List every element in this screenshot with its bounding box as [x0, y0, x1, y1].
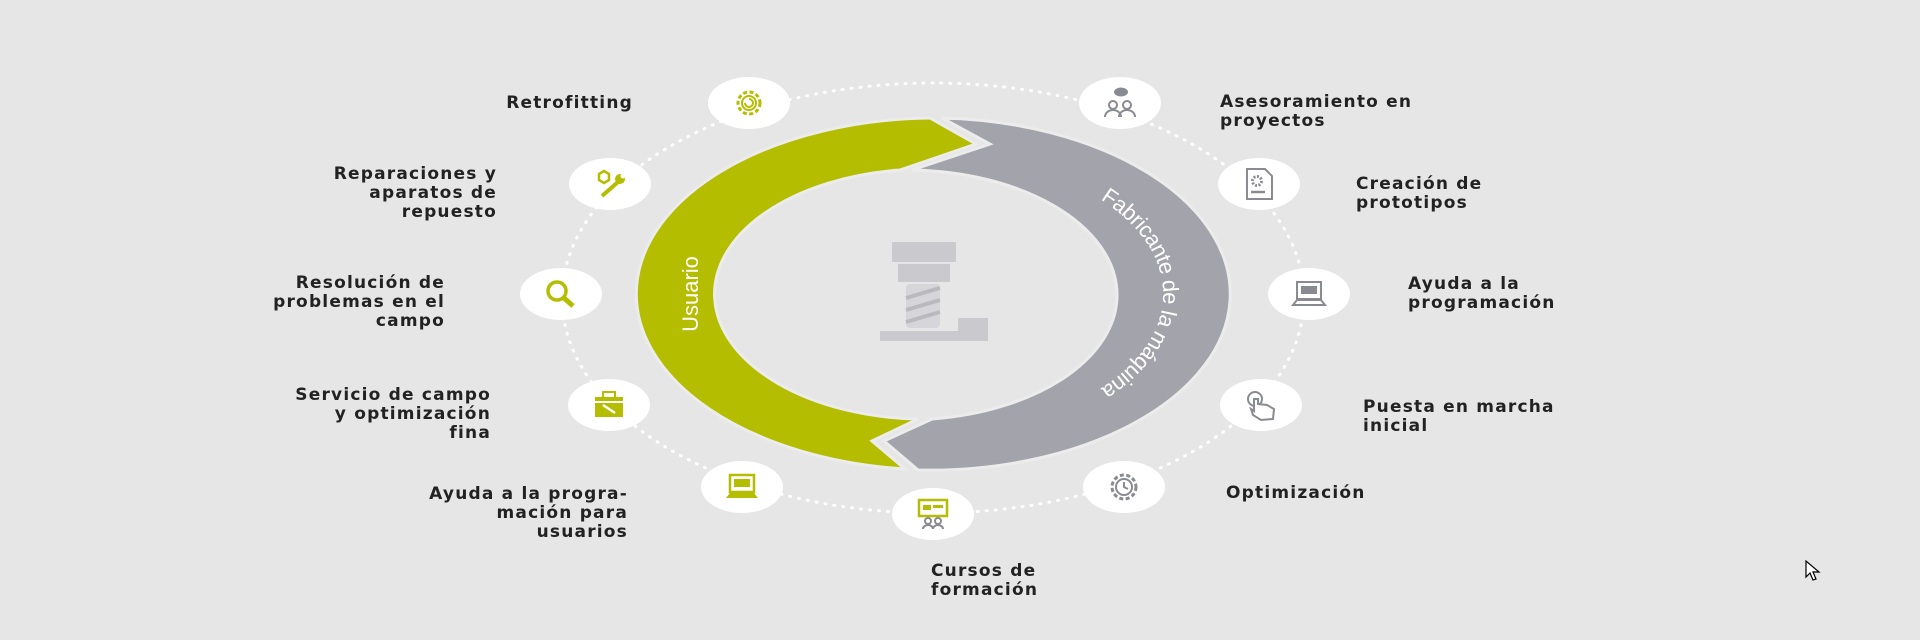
- repairs-button[interactable]: [569, 158, 651, 210]
- label-troubleshooting: Resolución de problemas en el campo: [273, 273, 445, 331]
- label-project-consulting: Asesoramiento en proyectos: [1220, 92, 1413, 131]
- retrofitting-button[interactable]: [708, 77, 790, 129]
- label-prototyping: Creación de prototipos: [1356, 174, 1483, 213]
- gear-refresh-icon: [736, 90, 762, 116]
- consulting-people-icon: [1104, 87, 1136, 118]
- field-service-button[interactable]: [568, 379, 650, 431]
- document-gear-icon: [1246, 168, 1273, 200]
- toolbox-icon: [593, 391, 625, 417]
- user-arc-label: Usuario: [678, 256, 703, 332]
- magnifier-icon: [546, 280, 575, 308]
- label-repairs: Reparaciones y aparatos de repuesto: [333, 164, 497, 222]
- milling-tool-icon: [880, 242, 988, 341]
- manufacturer-arc: [881, 116, 1232, 472]
- laptop-code-icon: [726, 473, 758, 498]
- touch-hand-icon: [1247, 391, 1276, 422]
- optimization-button[interactable]: [1083, 461, 1165, 513]
- label-commissioning: Puesta en marcha inicial: [1363, 397, 1555, 436]
- prototyping-button[interactable]: [1218, 158, 1300, 210]
- gear-clock-icon: [1110, 473, 1138, 501]
- user-programming-help-button[interactable]: [701, 461, 783, 513]
- laptop-code-icon: [1290, 281, 1328, 306]
- training-courses-button[interactable]: [892, 488, 974, 540]
- label-optimization: Optimización: [1226, 483, 1366, 503]
- programming-help-button[interactable]: [1268, 268, 1350, 320]
- label-programming-help: Ayuda a la programación: [1408, 274, 1556, 313]
- troubleshooting-button[interactable]: [520, 268, 602, 320]
- training-icon: [917, 498, 949, 530]
- label-training-courses: Cursos de formación: [931, 561, 1039, 600]
- wrench-nut-icon: [597, 169, 626, 198]
- commissioning-button[interactable]: [1220, 379, 1302, 431]
- user-arc: [634, 116, 980, 471]
- project-consulting-button[interactable]: [1079, 77, 1161, 129]
- mouse-cursor-icon: [1805, 560, 1821, 581]
- label-user-programming-help: Ayuda a la progra- mación para usuarios: [429, 484, 628, 542]
- label-field-service: Servicio de campo y optimización fina: [295, 385, 491, 443]
- label-retrofitting: Retrofitting: [506, 93, 633, 113]
